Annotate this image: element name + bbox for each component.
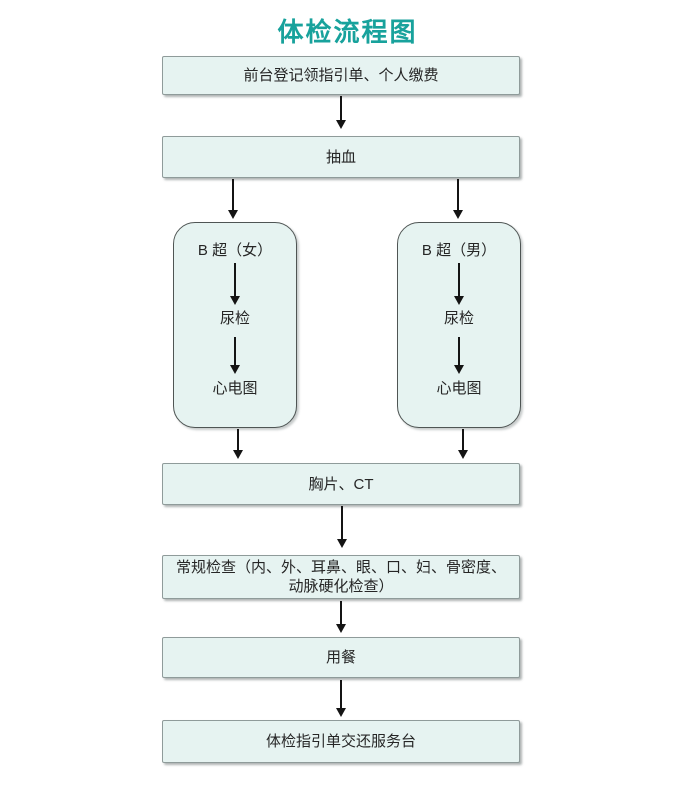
node-urine-test-label: 尿检 xyxy=(219,310,250,327)
node-ecg-label: 心电图 xyxy=(212,380,258,397)
arrow-shaft xyxy=(458,337,460,367)
node-return-guide: 体检指引单交还服务台 xyxy=(162,720,520,763)
arrow-shaft xyxy=(340,601,342,626)
node-return-guide-label: 体检指引单交还服务台 xyxy=(265,733,416,750)
arrow-female-branch-to-ct-icon xyxy=(232,429,244,459)
arrow-shaft xyxy=(458,263,460,298)
node-chest-ct-label: 胸片、CT xyxy=(308,475,374,493)
node-register-payment: 前台登记领指引单、个人缴费 xyxy=(162,56,520,95)
arrow-urine-to-ecg-icon xyxy=(229,337,241,374)
arrow-shaft xyxy=(237,429,239,452)
arrow-ct-to-regular-icon xyxy=(336,506,348,548)
arrow-head xyxy=(454,365,464,374)
node-regular-exams-label-line2: 动脉硬化检查） xyxy=(288,578,394,595)
node-chest-ct: 胸片、CT xyxy=(162,463,520,505)
arrow-head xyxy=(230,365,240,374)
node-blood-draw: 抽血 xyxy=(162,136,520,178)
arrow-ultrasound-to-urine-icon xyxy=(453,263,465,305)
arrow-shaft xyxy=(340,680,342,710)
arrow-register-to-blood-icon xyxy=(335,96,347,129)
arrow-shaft xyxy=(340,96,342,122)
node-regular-exams: 常规检查（内、外、耳鼻、眼、口、妇、骨密度、 动脉硬化检查） xyxy=(162,555,520,599)
node-ultrasound-male-label: B 超（男） xyxy=(421,242,497,259)
arrow-meal-to-return-icon xyxy=(335,680,347,717)
branch-container-female: B 超（女） 尿检 心电图 xyxy=(173,222,297,428)
arrow-head xyxy=(233,450,243,459)
arrow-head xyxy=(337,539,347,548)
arrow-shaft xyxy=(232,179,234,212)
arrow-shaft xyxy=(234,263,236,298)
arrow-head xyxy=(336,120,346,129)
arrow-head xyxy=(458,450,468,459)
node-regular-exams-label-line1: 常规检查（内、外、耳鼻、眼、口、妇、骨密度、 xyxy=(175,559,506,576)
arrow-head xyxy=(230,296,240,305)
node-ultrasound-female-label: B 超（女） xyxy=(197,242,273,259)
node-blood-draw-label: 抽血 xyxy=(325,148,356,166)
arrow-shaft xyxy=(234,337,236,367)
arrow-regular-to-meal-icon xyxy=(335,601,347,633)
node-meal: 用餐 xyxy=(162,637,520,678)
arrow-head xyxy=(454,296,464,305)
arrow-blood-to-female-branch-icon xyxy=(227,179,239,219)
arrow-male-branch-to-ct-icon xyxy=(457,429,469,459)
arrow-blood-to-male-branch-icon xyxy=(452,179,464,219)
arrow-shaft xyxy=(462,429,464,452)
arrow-urine-to-ecg-icon xyxy=(453,337,465,374)
arrow-head xyxy=(336,708,346,717)
arrow-shaft xyxy=(341,506,343,541)
page-title: 体检流程图 xyxy=(277,17,418,47)
arrow-head xyxy=(336,624,346,633)
node-register-payment-label: 前台登记领指引单、个人缴费 xyxy=(243,67,439,84)
node-urine-test-label: 尿检 xyxy=(443,310,474,327)
node-ecg-label: 心电图 xyxy=(436,380,482,397)
arrow-head xyxy=(228,210,238,219)
arrow-head xyxy=(453,210,463,219)
arrow-shaft xyxy=(457,179,459,212)
branch-container-male: B 超（男） 尿检 心电图 xyxy=(397,222,521,428)
node-meal-label: 用餐 xyxy=(325,649,356,666)
arrow-ultrasound-to-urine-icon xyxy=(229,263,241,305)
